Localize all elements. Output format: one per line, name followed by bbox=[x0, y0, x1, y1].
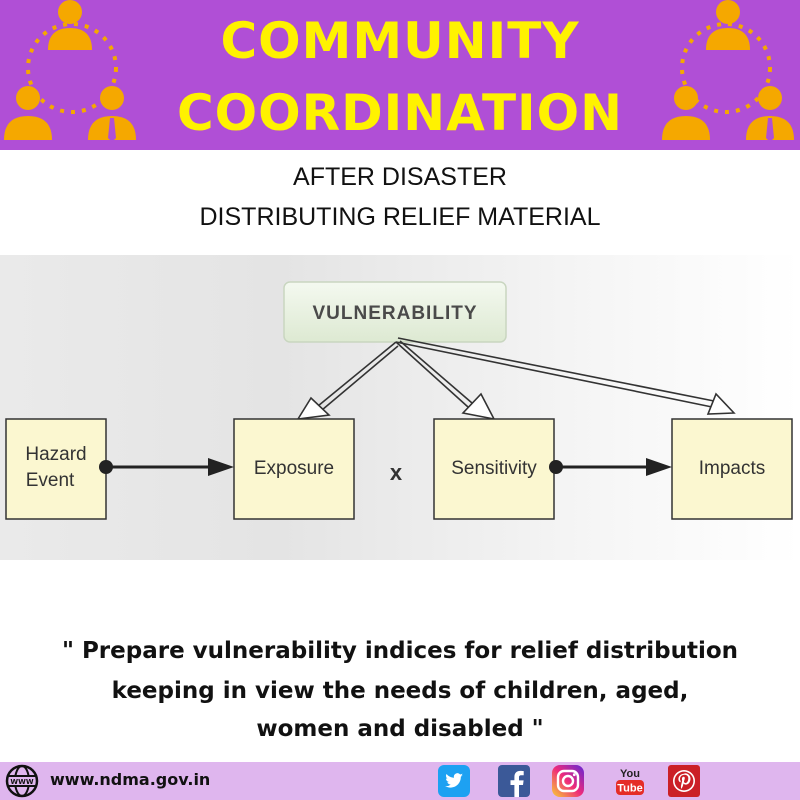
youtube-bottom-label: Tube bbox=[617, 783, 642, 795]
subtitle-line-1: AFTER DISASTER bbox=[293, 163, 507, 191]
youtube-top-label: You bbox=[620, 768, 640, 780]
hazard-label-line-1: Hazard bbox=[25, 444, 86, 465]
people-network-icon-left bbox=[4, 0, 136, 142]
pinterest-icon[interactable] bbox=[668, 765, 700, 797]
exposure-label: Exposure bbox=[254, 458, 334, 479]
quote-line-3: women and disabled " bbox=[256, 716, 544, 742]
facebook-icon[interactable] bbox=[498, 765, 530, 797]
vulnerability-arrows bbox=[296, 337, 736, 421]
sensitivity-node bbox=[433, 418, 555, 520]
website-link[interactable]: www.ndma.gov.in bbox=[50, 770, 211, 789]
quote-line-1: " Prepare vulnerability indices for reli… bbox=[61, 638, 739, 664]
people-network-icon-right bbox=[662, 0, 794, 142]
title-line-2: COORDINATION bbox=[176, 84, 624, 142]
exposure-node bbox=[233, 418, 355, 520]
quote-line-2: keeping in view the needs of children, a… bbox=[111, 678, 689, 704]
hazard-label-line-2: Event bbox=[26, 470, 75, 491]
title-line-1: COMMUNITY bbox=[220, 12, 580, 70]
instagram-icon[interactable] bbox=[552, 765, 584, 797]
multiply-operator: x bbox=[390, 460, 403, 485]
twitter-icon[interactable] bbox=[438, 765, 470, 797]
svg-text:WWW: WWW bbox=[10, 778, 33, 786]
hazard-event-node bbox=[5, 418, 107, 520]
subtitle-line-2: DISTRIBUTING RELIEF MATERIAL bbox=[199, 203, 601, 231]
youtube-icon[interactable]: You Tube bbox=[614, 765, 646, 797]
globe-www-icon: WWW bbox=[5, 764, 39, 798]
footer-bar: WWW www.ndma.gov.in You Tube bbox=[0, 762, 800, 800]
impacts-node bbox=[671, 418, 793, 520]
impacts-label: Impacts bbox=[699, 458, 766, 479]
vulnerability-label: VULNERABILITY bbox=[313, 303, 478, 324]
vulnerability-diagram: VULNERABILITY Hazard Event Exposure x Se… bbox=[0, 255, 800, 560]
sensitivity-label: Sensitivity bbox=[451, 458, 537, 479]
hazard-to-exposure-connector bbox=[99, 458, 234, 476]
sensitivity-to-impacts-connector bbox=[549, 458, 672, 476]
